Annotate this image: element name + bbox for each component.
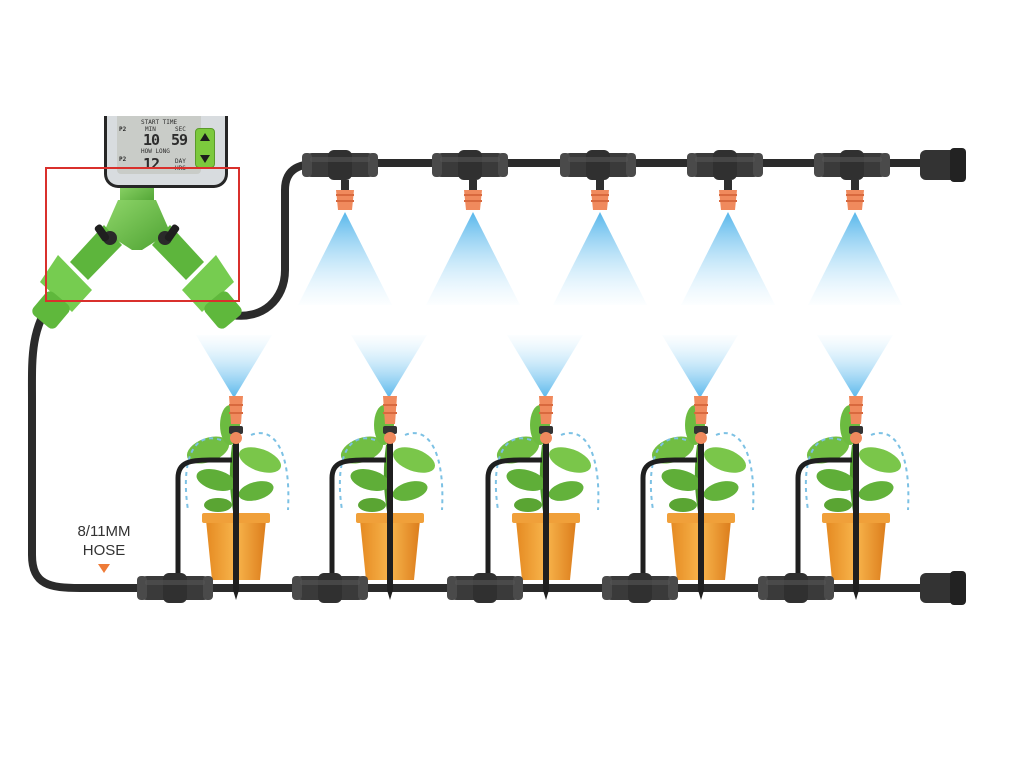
- lcd-label-sec: SEC: [175, 126, 186, 133]
- arrow-up-icon: [200, 133, 210, 141]
- lower-drip-line: [137, 571, 966, 605]
- lcd-digits-b: 59: [171, 131, 188, 149]
- mist-nozzle-icon: [719, 180, 737, 210]
- mist-nozzle-icon: [336, 180, 354, 210]
- tee-connector-icon: [758, 573, 834, 603]
- lcd-label-min: MIN: [145, 126, 156, 133]
- timer-up-down-buttons: [195, 128, 215, 168]
- mist-spray: [351, 335, 427, 398]
- plant-row: [175, 335, 911, 600]
- hose-label-line1: 8/11MM: [77, 523, 131, 540]
- hose-size-label: 8/11MM HOSE: [58, 522, 150, 573]
- tee-connector-icon: [292, 573, 368, 603]
- mist-spray: [507, 335, 583, 398]
- mist-spray: [553, 212, 647, 305]
- mist-nozzle-icon: [846, 180, 864, 210]
- lcd-program-a: P2: [119, 126, 127, 133]
- timer-lcd-display: START TIME P2 MIN SEC 10 59 HOW LONG P2 …: [117, 116, 201, 174]
- tee-connector-icon: [602, 573, 678, 603]
- mist-spray: [808, 212, 902, 305]
- upper-mist-line: [298, 148, 966, 305]
- mist-spray: [298, 212, 392, 305]
- mist-nozzle-icon: [464, 180, 482, 210]
- supply-hose: [27, 297, 940, 592]
- lcd-label-day: DAY: [175, 158, 186, 165]
- lcd-label-start-time: START TIME: [141, 119, 178, 126]
- mist-spray: [681, 212, 775, 305]
- mist-spray: [196, 335, 272, 398]
- hose-label-line2: HOSE: [82, 542, 126, 559]
- splitter-highlight-box: [45, 167, 240, 302]
- tee-connector-icon: [687, 150, 763, 180]
- mist-nozzle-icon: [591, 180, 609, 210]
- tee-connector-icon: [447, 573, 523, 603]
- arrow-down-icon: [200, 155, 210, 163]
- mist-spray: [662, 335, 738, 398]
- triangle-down-icon: [98, 564, 110, 573]
- mist-spray: [426, 212, 520, 305]
- tee-connector-icon: [302, 150, 378, 180]
- tee-connector-icon: [137, 573, 213, 603]
- digital-timer-icon: START TIME P2 MIN SEC 10 59 HOW LONG P2 …: [104, 116, 228, 188]
- tee-connector-icon: [560, 150, 636, 180]
- tee-connector-icon: [814, 150, 890, 180]
- mist-spray: [817, 335, 893, 398]
- lcd-program-b: P2: [119, 156, 127, 163]
- lcd-digits-a: 10: [143, 131, 160, 149]
- lcd-label-how-long: HOW LONG: [141, 148, 170, 155]
- tee-connector-icon: [432, 150, 508, 180]
